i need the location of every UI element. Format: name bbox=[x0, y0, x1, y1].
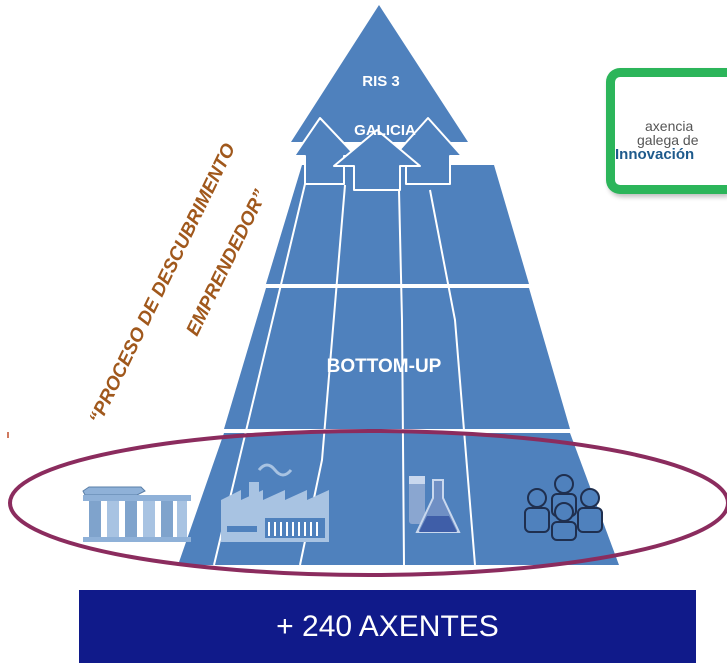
agents-ellipse bbox=[8, 429, 727, 577]
top-label-ris3: RIS 3 bbox=[362, 73, 400, 90]
upward-arrows bbox=[293, 117, 463, 191]
arrow-center bbox=[333, 129, 421, 191]
logo-text-line3: Innovación bbox=[615, 146, 695, 163]
pyramid-level-middle bbox=[224, 288, 570, 429]
top-label-galicia: GALICIA bbox=[354, 122, 416, 139]
institution-icon bbox=[82, 486, 191, 542]
logo-text-line1: axencia bbox=[645, 118, 694, 134]
pyramid-level-top bbox=[291, 5, 468, 142]
agents-count-label: + 240 AXENTES bbox=[276, 609, 499, 643]
logo-text-line2: galega de bbox=[637, 132, 699, 148]
factory-icon bbox=[221, 463, 329, 542]
people-group-icon bbox=[524, 474, 603, 541]
axencia-logo: axencia galega de Innovación bbox=[606, 68, 727, 194]
arrow-right bbox=[393, 117, 463, 185]
pyramid-level-upper bbox=[266, 165, 529, 284]
agents-count-banner: + 240 AXENTES bbox=[79, 590, 696, 663]
middle-label-bottom-up: BOTTOM-UP bbox=[327, 356, 442, 377]
lab-flask-icon bbox=[409, 476, 461, 533]
